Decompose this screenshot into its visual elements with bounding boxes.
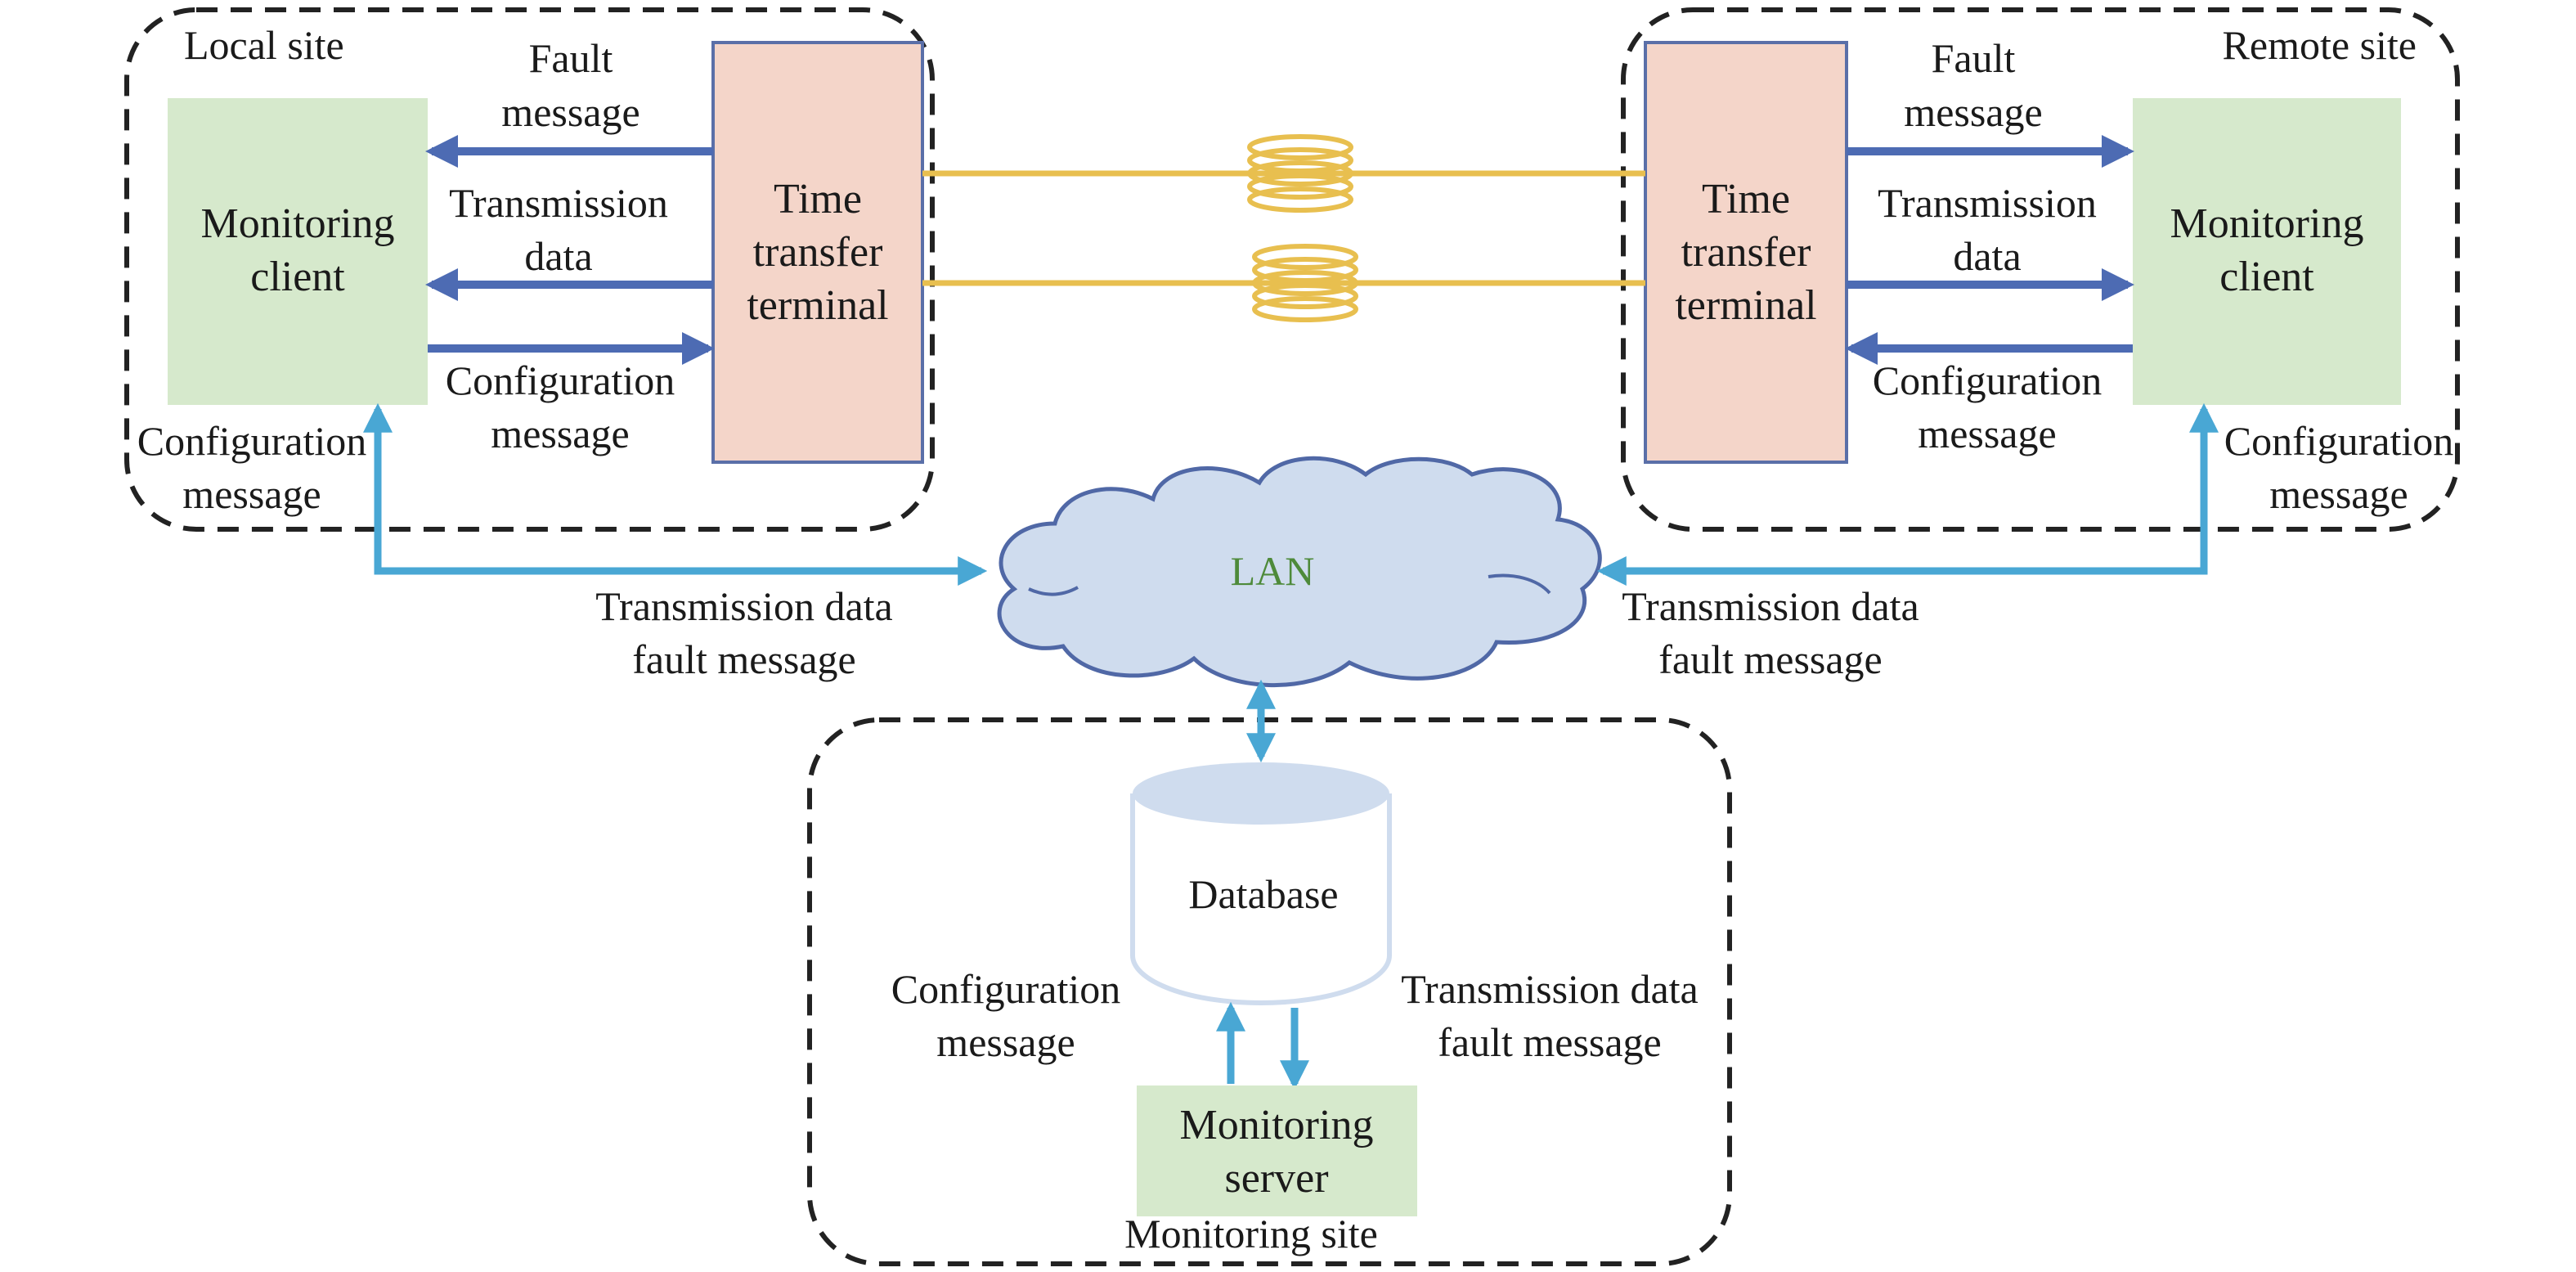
monitoring-server <box>1137 1085 1417 1216</box>
monitoring-site-title: Monitoring site <box>1124 1211 1378 1256</box>
remote-fault-label-1: Fault <box>1932 35 2016 81</box>
remote-terminal-label-2: transfer <box>1681 229 1811 276</box>
database-top <box>1133 762 1389 825</box>
remote-site-boundary <box>1621 7 2460 532</box>
server-config-label-1: Configuration <box>891 966 1121 1012</box>
local-client-label-2: client <box>250 254 345 300</box>
remote-transmission-label-2: data <box>1953 233 2021 279</box>
local-time-transfer-terminal <box>711 41 924 464</box>
remote-config-label-1: Configuration <box>1873 357 2103 403</box>
remote-transmission-label-1: Transmission <box>1878 180 2097 226</box>
local-terminal-label-3: terminal <box>747 282 888 329</box>
remote-time-transfer-terminal <box>1644 41 1848 464</box>
remote-terminal-label-1: Time <box>1702 176 1790 222</box>
local-config-label-2: message <box>491 411 629 456</box>
remote-client-config-label-1: Configuration <box>2224 418 2454 464</box>
remote-client-label-1: Monitoring <box>2170 200 2364 247</box>
server-label-1: Monitoring <box>1180 1102 1374 1148</box>
remote-lan-label-2: fault message <box>1658 636 1883 682</box>
remote-fault-label-2: message <box>1904 89 2042 135</box>
local-client-config-label-2: message <box>182 471 321 517</box>
fiber-spool-2 <box>1252 244 1358 322</box>
local-monitoring-client <box>168 98 428 405</box>
local-terminal-label-1: Time <box>774 176 862 222</box>
remote-monitoring-client <box>2133 98 2401 405</box>
server-transmission-label-2: fault message <box>1438 1019 1662 1065</box>
local-config-label-1: Configuration <box>446 357 675 403</box>
local-lan-label-2: fault message <box>632 636 856 682</box>
local-terminal-label-2: transfer <box>753 229 883 276</box>
remote-client-label-2: client <box>2219 254 2314 300</box>
local-client-lan-link <box>363 402 988 586</box>
lan-cloud-detail-right <box>1488 573 1551 595</box>
lan-cloud-detail-left <box>1028 586 1079 596</box>
remote-client-lan-link <box>1596 402 2219 586</box>
local-site-title: Local site <box>184 22 344 68</box>
local-client-label-1: Monitoring <box>201 200 395 247</box>
server-transmission-label-1: Transmission data <box>1401 966 1698 1012</box>
local-client-config-label-1: Configuration <box>137 418 367 464</box>
remote-site-title: Remote site <box>2223 22 2417 68</box>
local-transmission-label-1: Transmission <box>449 180 668 226</box>
lan-label: LAN <box>1231 548 1315 594</box>
local-transmission-label-2: data <box>524 233 592 279</box>
local-fault-label-1: Fault <box>529 35 613 81</box>
remote-lan-label-1: Transmission data <box>1622 583 1919 629</box>
remote-client-config-label-2: message <box>2269 471 2408 517</box>
local-fault-label-2: message <box>501 89 640 135</box>
server-config-label-2: message <box>936 1019 1075 1065</box>
database-cylinder <box>1130 793 1392 1005</box>
remote-terminal-label-3: terminal <box>1675 282 1816 329</box>
remote-config-label-2: message <box>1918 411 2056 456</box>
server-label-2: server <box>1224 1155 1328 1202</box>
lan-cloud <box>997 456 1602 688</box>
local-lan-label-1: Transmission data <box>595 583 892 629</box>
database-label: Database <box>1188 871 1338 917</box>
fiber-spool-1 <box>1247 134 1353 213</box>
